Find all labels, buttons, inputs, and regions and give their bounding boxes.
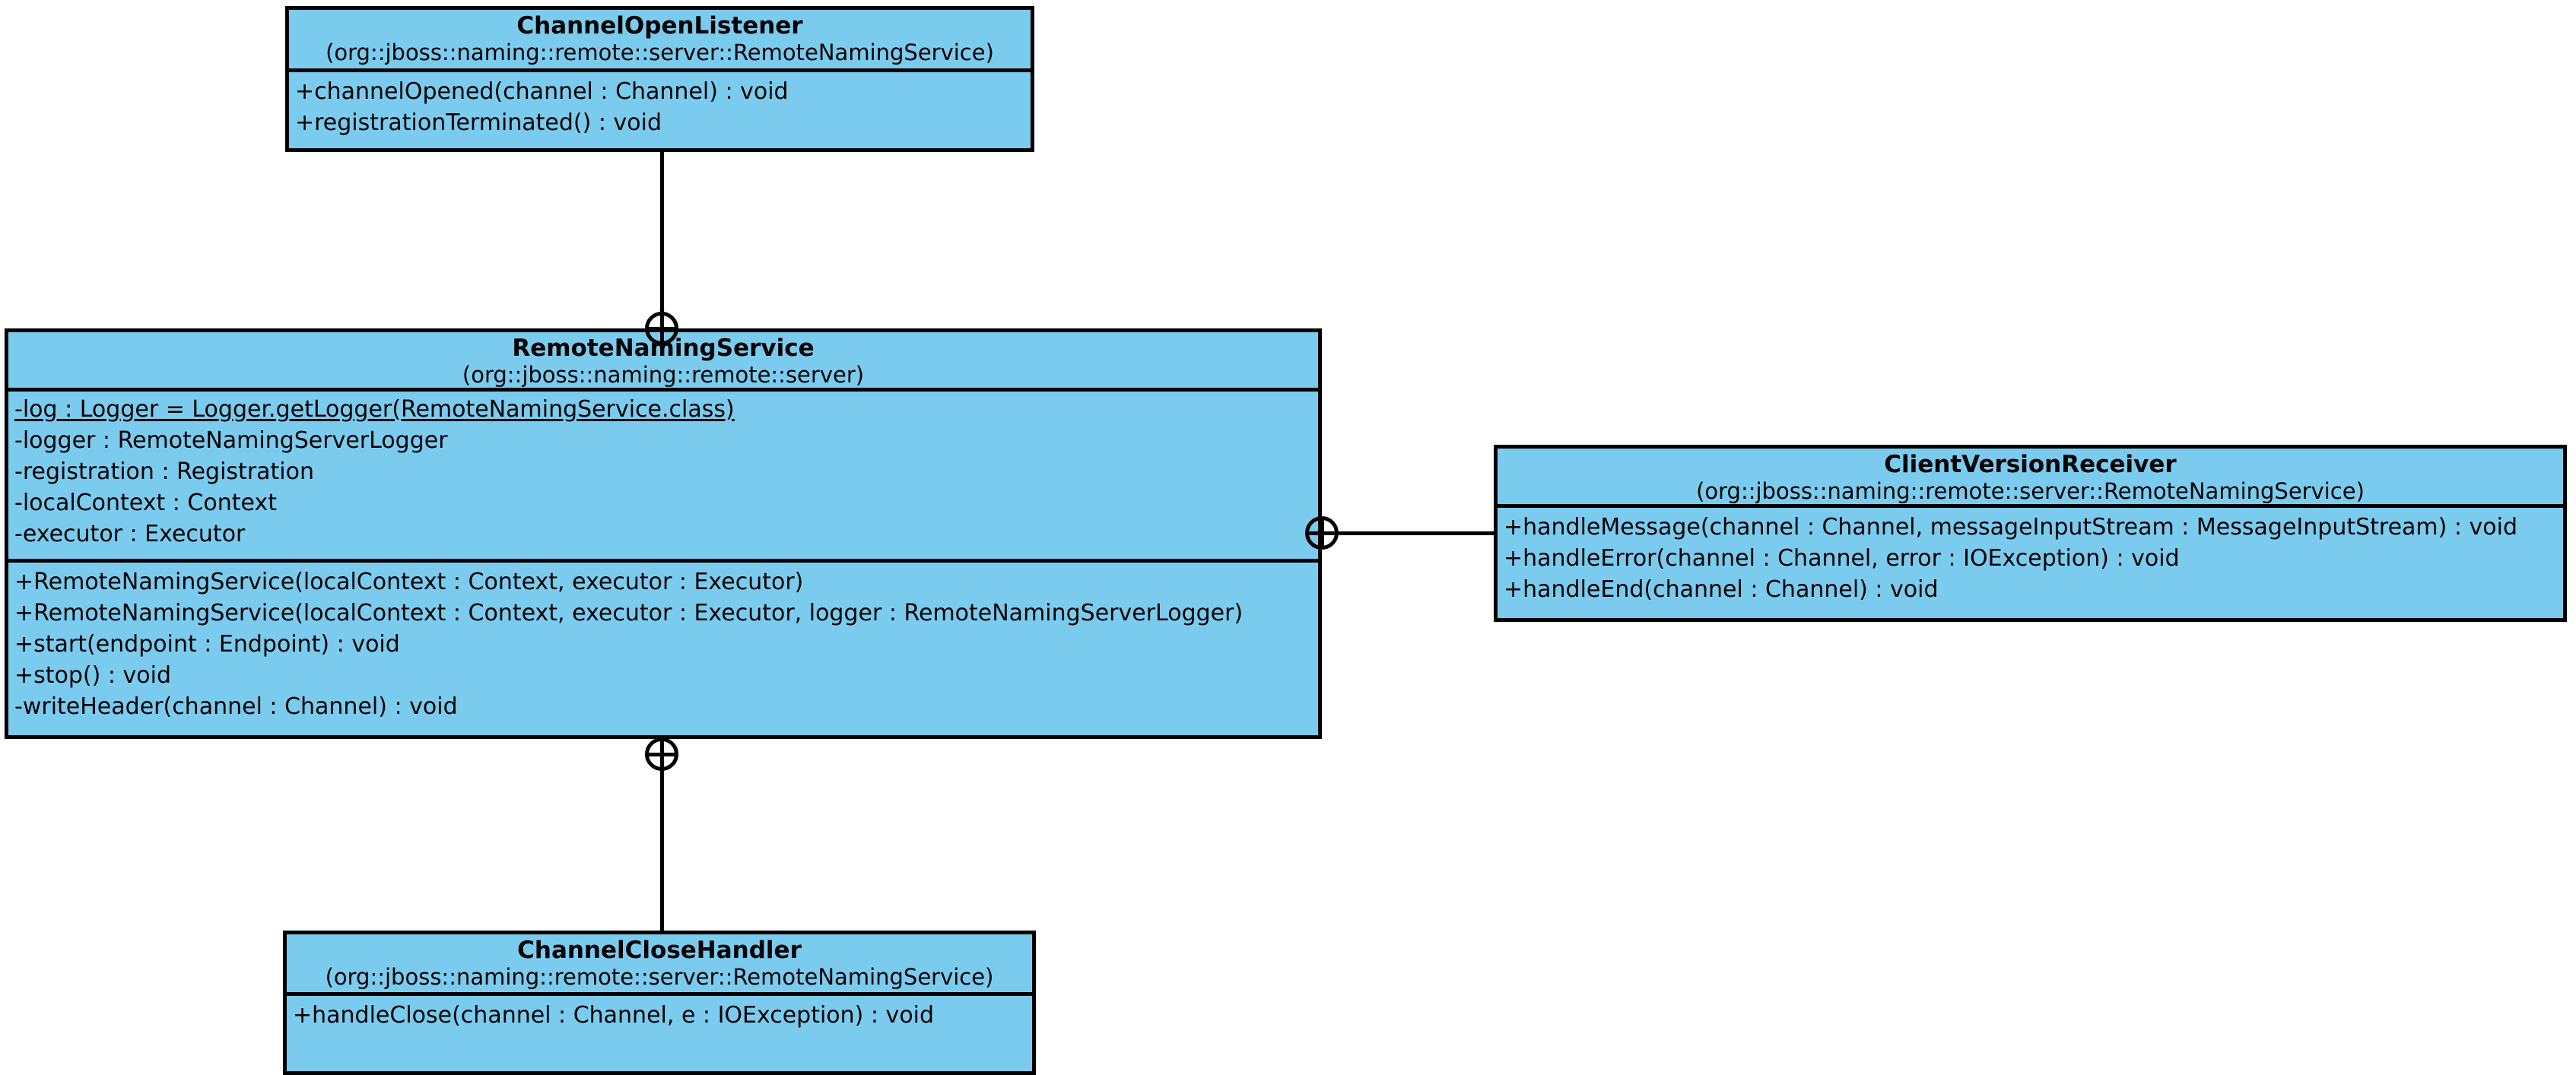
operation-row: +handleError(channel : Channel, error : … <box>1504 544 2180 572</box>
containment-marker-channelopenlistener <box>645 312 678 345</box>
class-package-client-version-receiver: (org::jboss::naming::remote::server::Rem… <box>1696 477 2365 504</box>
attribute-row: -logger : RemoteNamingServerLogger <box>14 427 448 454</box>
operation-row: +RemoteNamingService(localContext : Cont… <box>14 599 1244 626</box>
operation-row: +handleMessage(channel : Channel, messag… <box>1504 514 2518 541</box>
attribute-row: -registration : Registration <box>14 458 314 485</box>
class-box-channel-open-listener[interactable]: ChannelOpenListener (org::jboss::naming:… <box>285 6 1034 152</box>
operation-row: +registrationTerminated() : void <box>295 109 662 136</box>
class-name-channel-close-handler: ChannelCloseHandler <box>517 937 802 964</box>
class-box-client-version-receiver[interactable]: ClientVersionReceiver (org::jboss::namin… <box>1494 445 2567 622</box>
operation-row: +stop() : void <box>14 661 172 689</box>
class-package-remote-naming-service: (org::jboss::naming::remote::server) <box>462 361 865 388</box>
attribute-row: -executor : Executor <box>14 520 246 547</box>
containment-marker-clientversionreceiver <box>1305 516 1339 550</box>
containment-marker-channelclosehandler <box>645 737 678 771</box>
class-name-channel-open-listener: ChannelOpenListener <box>516 12 803 40</box>
edge-remotenamingservice-to-channelclosehandler <box>660 769 664 934</box>
class-name-client-version-receiver: ClientVersionReceiver <box>1884 451 2177 478</box>
operations-compartment-channel-close-handler: +handleClose(channel : Channel, e : IOEx… <box>287 996 1032 1036</box>
class-header-channel-close-handler: ChannelCloseHandler (org::jboss::naming:… <box>287 934 1032 996</box>
class-package-channel-close-handler: (org::jboss::naming::remote::server::Rem… <box>325 963 994 990</box>
class-box-remote-naming-service[interactable]: RemoteNamingService (org::jboss::naming:… <box>5 328 1322 739</box>
edge-remotenamingservice-to-channelopenlistener <box>660 151 664 315</box>
attributes-compartment-remote-naming-service: -log : Logger = Logger.getLogger(RemoteN… <box>8 392 1318 559</box>
attribute-row: -log : Logger = Logger.getLogger(RemoteN… <box>14 396 735 423</box>
edge-remotenamingservice-to-clientversionreceiver <box>1339 531 1498 535</box>
operation-row: +channelOpened(channel : Channel) : void <box>295 78 789 105</box>
class-header-channel-open-listener: ChannelOpenListener (org::jboss::naming:… <box>289 10 1031 72</box>
class-header-client-version-receiver: ClientVersionReceiver (org::jboss::namin… <box>1498 449 2563 508</box>
operation-row: +RemoteNamingService(localContext : Cont… <box>14 569 804 595</box>
operations-compartment-channel-open-listener: +channelOpened(channel : Channel) : void… <box>289 72 1031 144</box>
attribute-row: -localContext : Context <box>14 489 277 516</box>
operation-row: +handleClose(channel : Channel, e : IOEx… <box>293 1002 935 1029</box>
class-box-channel-close-handler[interactable]: ChannelCloseHandler (org::jboss::naming:… <box>283 931 1036 1075</box>
class-header-remote-naming-service: RemoteNamingService (org::jboss::naming:… <box>8 332 1318 392</box>
operations-compartment-client-version-receiver: +handleMessage(channel : Channel, messag… <box>1498 508 2563 610</box>
operation-row: +start(endpoint : Endpoint) : void <box>14 630 400 658</box>
operations-compartment-remote-naming-service: +RemoteNamingService(localContext : Cont… <box>8 559 1318 728</box>
class-package-channel-open-listener: (org::jboss::naming::remote::server::Rem… <box>326 39 994 65</box>
operation-row: -writeHeader(channel : Channel) : void <box>14 693 458 720</box>
operation-row: +handleEnd(channel : Channel) : void <box>1504 576 1939 603</box>
